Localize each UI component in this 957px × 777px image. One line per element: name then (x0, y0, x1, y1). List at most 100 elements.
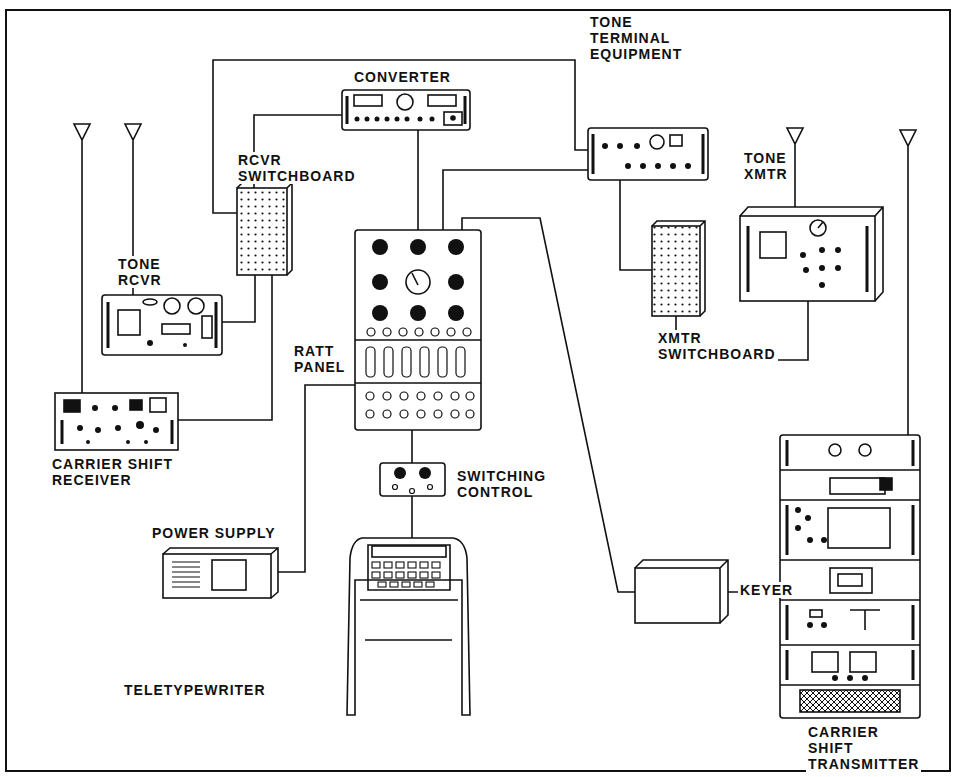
cable (417, 130, 419, 230)
ratt-panel-unit (463, 328, 471, 336)
tone-terminal-unit (602, 143, 608, 149)
tone-receiver: TONE RCVR (102, 295, 222, 355)
tone-transmitter-unit (835, 265, 841, 271)
carrier-shift-receiver-unit (86, 440, 90, 444)
tone-transmitter-unit (740, 207, 883, 301)
carrier-shift-transmitter-unit (821, 537, 827, 543)
teletypewriter-unit (402, 582, 410, 587)
converter-unit (355, 117, 360, 122)
teletypewriter-unit (396, 562, 404, 568)
ratt-panel-unit (400, 392, 408, 400)
carrier-shift-receiver: CARRIER SHIFT RECEIVER (55, 393, 178, 450)
switching-control-unit (419, 467, 431, 479)
ratt-panel-unit (366, 410, 374, 418)
tone-terminal-unit (640, 163, 646, 169)
power-supply: POWER SUPPLY (163, 548, 278, 598)
switching-control: SWITCHING CONTROL (380, 463, 445, 496)
tone-receiver-unit (202, 316, 212, 338)
teletypewriter-unit (384, 562, 392, 568)
ratt-panel-unit (372, 274, 388, 290)
tone-transmitter: TONE XMTR (740, 207, 883, 301)
receiver-switchboard (237, 183, 292, 275)
carrier-shift-transmitter-unit (780, 470, 920, 685)
switching-control-unit (394, 467, 406, 479)
ratt-panel-unit (399, 328, 407, 336)
ratt-panel-unit (383, 410, 391, 418)
carrier-shift-receiver-unit (115, 425, 121, 431)
carrier-shift-transmitter-unit (800, 690, 900, 712)
switching-control-unit (393, 485, 398, 490)
switching-control-unit (410, 489, 415, 494)
carrier-shift-transmitter-unit (780, 435, 920, 718)
tone-terminal-unit (670, 163, 676, 169)
carrier-shift-transmitter-unit (830, 568, 872, 593)
cable (411, 430, 413, 463)
carrier-shift-receiver-unit (55, 393, 178, 450)
teletypewriter-unit (347, 538, 470, 715)
teletypewriter-unit (372, 546, 446, 557)
tone-transmitter-unit (835, 247, 841, 253)
equipment-label: TONE TERMINAL EQUIPMENT (588, 14, 684, 62)
keyer-unit (635, 568, 720, 623)
ratt-panel-unit (355, 230, 481, 430)
teletypewriter: TELETYPEWRITER (345, 538, 470, 715)
equipment-label: CARRIER SHIFT TRANSMITTER (806, 724, 921, 772)
teletypewriter-unit (396, 572, 404, 578)
equipment-label: CARRIER SHIFT RECEIVER (50, 456, 178, 488)
tone-transmitter-unit (740, 207, 883, 301)
teletypewriter-unit (372, 562, 380, 568)
carrier-shift-transmitter-unit (787, 440, 913, 680)
carrier-shift-transmitter-unit (832, 675, 838, 681)
tone-receiver-unit (108, 302, 216, 348)
converter: CONVERTER (342, 90, 470, 130)
ratt-panel-unit (366, 328, 474, 418)
teletypewriter-unit (384, 572, 392, 578)
carrier-shift-transmitter-unit (810, 610, 822, 617)
receiver-switchboard: RCVR SWITCHBOARD (237, 188, 287, 275)
cable (411, 496, 413, 538)
teletypewriter-unit (420, 572, 428, 578)
teletypewriter-unit (378, 582, 386, 587)
equipment-label: XMTR SWITCHBOARD (656, 330, 778, 362)
equipment-label: KEYER (738, 582, 795, 598)
ratt-panel-unit (367, 328, 375, 336)
ratt-panel-unit (420, 347, 429, 377)
tone-terminal-unit (685, 163, 691, 169)
ratt-panel-unit (451, 392, 459, 400)
tone-transmitter-unit (800, 247, 841, 288)
carrier-shift-receiver-unit (136, 421, 144, 429)
equipment-label: RATT PANEL (292, 343, 347, 375)
carrier-shift-receiver-unit (62, 420, 172, 444)
carrier-shift-receiver-unit (150, 398, 166, 412)
ratt-panel-unit (410, 305, 426, 321)
equipment-label: SWITCHING CONTROL (455, 468, 548, 500)
tone-terminal-unit (588, 128, 708, 180)
carrier-shift-transmitter-unit (821, 622, 827, 628)
tone-transmitter-unit (819, 265, 825, 271)
tone-receiver-unit (143, 299, 157, 305)
cable (620, 180, 652, 270)
keyer-unit (635, 560, 728, 623)
teletypewriter-unit (360, 600, 458, 640)
cable (178, 275, 272, 420)
teletypewriter-unit (426, 582, 434, 587)
teletypewriter-unit (408, 562, 416, 568)
carrier-shift-transmitter-unit (847, 675, 853, 681)
carrier-shift-transmitter-unit (838, 574, 862, 586)
receiver-switchboard (237, 183, 292, 275)
switching-control-unit (394, 467, 431, 479)
cable (213, 60, 588, 213)
ratt-panel-unit (431, 328, 439, 336)
teletypewriter-unit (372, 572, 380, 578)
equipment-label: POWER SUPPLY (150, 525, 278, 541)
converter-unit (451, 116, 455, 120)
carrier-shift-transmitter-unit (850, 652, 876, 672)
carrier-shift-transmitter-unit (859, 444, 871, 456)
converter-unit (365, 117, 370, 122)
converter-unit (405, 117, 410, 122)
ratt-panel-unit (434, 410, 442, 418)
ratt-panel-unit (448, 274, 464, 290)
teletypewriter-unit (432, 572, 440, 578)
carrier-shift-transmitter-unit (780, 435, 920, 718)
